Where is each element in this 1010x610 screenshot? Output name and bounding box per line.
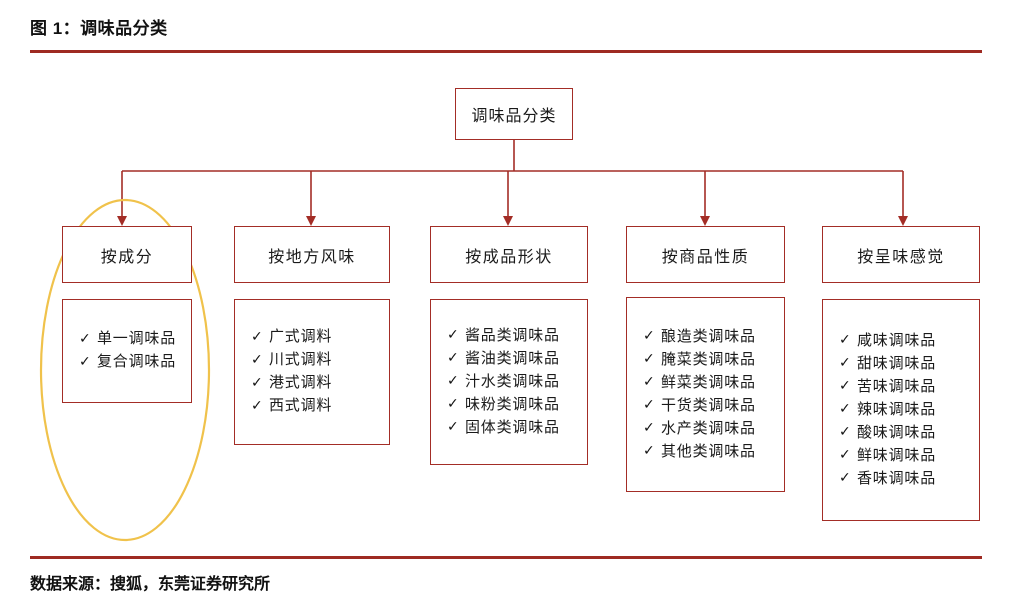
list-item: ✓ 咸味调味品 [839,330,979,353]
category-header-5[interactable]: 按呈味感觉 [822,226,980,283]
list-item-label: 味粉类调味品 [465,396,560,413]
list-item: ✓ 甜味调味品 [839,353,979,376]
check-icon: ✓ [839,355,851,371]
category-list-2: ✓ 广式调料 ✓ 川式调料 ✓ 港式调料 ✓ 西式调料 [234,299,390,445]
category-list-3: ✓ 酱品类调味品 ✓ 酱油类调味品 ✓ 汁水类调味品 ✓ 味粉类调味品 ✓ [430,299,588,465]
check-icon: ✓ [839,332,851,348]
list-item: ✓ 酸味调味品 [839,422,979,445]
list-item-label: 鲜味调味品 [857,447,937,464]
list-item-label: 酸味调味品 [857,424,937,441]
check-icon: ✓ [839,401,851,417]
check-icon: ✓ [643,397,655,413]
list-item-label: 苦味调味品 [857,378,937,395]
category-header-label: 按地方风味 [268,248,356,266]
check-icon: ✓ [79,353,91,370]
list-item-label: 甜味调味品 [857,355,937,372]
page-title: 图 1：调味品分类 [30,19,168,38]
list-item: ✓ 单一调味品 [79,328,191,351]
category-header-4[interactable]: 按商品性质 [626,226,785,283]
check-icon: ✓ [447,396,459,412]
list-item: ✓ 汁水类调味品 [447,371,587,394]
category-header-label: 按商品性质 [661,248,750,266]
list-item-label: 酱油类调味品 [465,350,560,367]
list-item: ✓ 干货类调味品 [643,395,784,418]
category-header-label: 按呈味感觉 [857,248,945,266]
list-item: ✓ 西式调料 [251,395,389,418]
list-item: ✓ 辣味调味品 [839,399,979,422]
check-icon: ✓ [447,419,459,435]
footer-divider [30,556,982,559]
category-list-4: ✓ 酿造类调味品 ✓ 腌菜类调味品 ✓ 鲜菜类调味品 ✓ 干货类调味品 ✓ [626,297,785,492]
title-divider [30,50,982,53]
category-list-5: ✓ 咸味调味品 ✓ 甜味调味品 ✓ 苦味调味品 ✓ 辣味调味品 ✓ 酸味调味 [822,299,980,521]
list-item: ✓ 腌菜类调味品 [643,349,784,372]
list-item-label: 复合调味品 [97,354,177,370]
check-icon: ✓ [839,470,851,486]
list-item-label: 腌菜类调味品 [661,351,756,368]
check-icon: ✓ [643,351,655,367]
check-icon: ✓ [447,327,459,343]
source-note: 数据来源：搜狐，东莞证券研究所 [30,576,271,593]
list-item: ✓ 香味调味品 [839,468,979,491]
list-item-label: 酱品类调味品 [465,327,560,344]
list-item-label: 固体类调味品 [465,419,560,436]
check-icon: ✓ [251,397,263,414]
check-icon: ✓ [643,443,655,459]
check-icon: ✓ [839,378,851,394]
list-item: ✓ 酿造类调味品 [643,326,784,349]
classification-diagram: 调味品分类 按成分 ✓ 单一调味品 ✓ 复合调味品 按地方风味 [0,60,1010,550]
list-item-label: 干货类调味品 [661,397,756,414]
list-item-label: 辣味调味品 [857,401,937,418]
list-item: ✓ 其他类调味品 [643,441,784,464]
list-item: ✓ 味粉类调味品 [447,394,587,417]
check-icon: ✓ [447,373,459,389]
list-item: ✓ 复合调味品 [79,351,191,374]
list-item-label: 咸味调味品 [857,332,937,349]
list-item: ✓ 鲜菜类调味品 [643,372,784,395]
list-item: ✓ 港式调料 [251,372,389,395]
list-item: ✓ 广式调料 [251,326,389,349]
list-item-label: 港式调料 [269,375,333,391]
check-icon: ✓ [79,330,91,347]
list-item-label: 汁水类调味品 [465,373,560,390]
list-item-label: 广式调料 [269,329,333,345]
category-header-label: 按成品形状 [465,248,553,266]
list-item: ✓ 酱品类调味品 [447,325,587,348]
list-item-label: 水产类调味品 [661,420,756,437]
check-icon: ✓ [643,328,655,344]
list-item: ✓ 固体类调味品 [447,417,587,440]
category-list-1: ✓ 单一调味品 ✓ 复合调味品 [62,299,192,403]
category-header-3[interactable]: 按成品形状 [430,226,588,283]
list-item-label: 西式调料 [269,398,333,414]
category-header-2[interactable]: 按地方风味 [234,226,390,283]
list-item: ✓ 鲜味调味品 [839,445,979,468]
check-icon: ✓ [839,424,851,440]
root-node[interactable]: 调味品分类 [455,88,573,140]
list-item-label: 香味调味品 [857,470,937,487]
check-icon: ✓ [251,328,263,345]
check-icon: ✓ [643,374,655,390]
list-item: ✓ 水产类调味品 [643,418,784,441]
category-header-label: 按成分 [100,248,154,266]
check-icon: ✓ [251,374,263,391]
check-icon: ✓ [839,447,851,463]
list-item-label: 其他类调味品 [661,443,756,460]
list-item: ✓ 苦味调味品 [839,376,979,399]
list-item: ✓ 川式调料 [251,349,389,372]
list-item-label: 酿造类调味品 [661,328,756,345]
list-item-label: 鲜菜类调味品 [661,374,756,391]
check-icon: ✓ [447,350,459,366]
list-item-label: 川式调料 [269,352,333,368]
list-item-label: 单一调味品 [97,331,177,347]
check-icon: ✓ [643,420,655,436]
list-item: ✓ 酱油类调味品 [447,348,587,371]
category-header-1[interactable]: 按成分 [62,226,192,283]
check-icon: ✓ [251,351,263,368]
root-node-label: 调味品分类 [471,108,557,125]
